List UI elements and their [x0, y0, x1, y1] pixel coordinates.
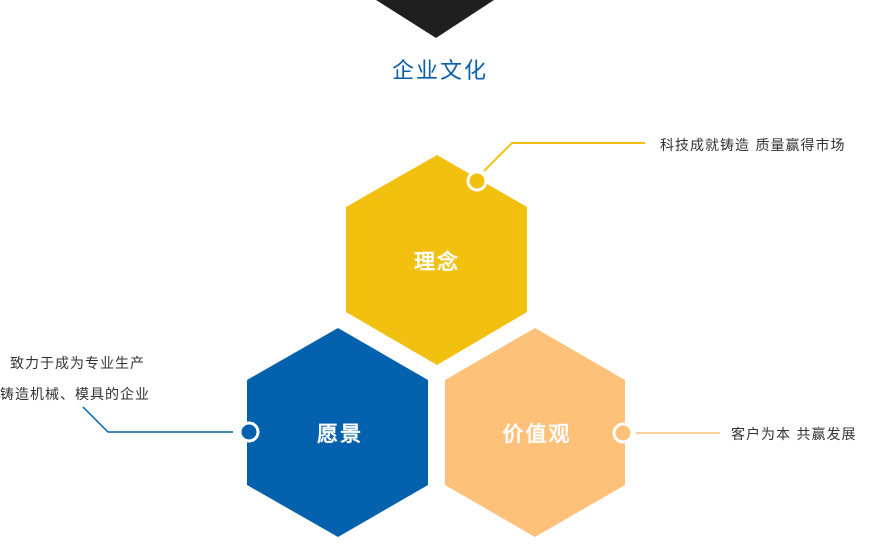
connector-philosophy	[483, 142, 645, 172]
hexagon-label-vision: 愿景	[317, 422, 363, 446]
values-description: 客户为本 共赢发展	[731, 427, 857, 443]
vision-description-line1: 致力于成为专业生产	[10, 356, 145, 372]
dot-vision	[238, 421, 260, 443]
hexagon-values	[445, 328, 625, 537]
top-arrow	[376, 0, 494, 38]
page-title: 企业文化	[391, 59, 488, 84]
dot-values	[612, 422, 634, 444]
hexagon-label-values: 价值观	[502, 422, 572, 446]
hexagon-label-philosophy: 理念	[414, 250, 460, 274]
philosophy-description: 科技成就铸造 质量赢得市场	[660, 138, 846, 154]
hexagon-vision	[247, 328, 428, 537]
connector-vision	[82, 406, 233, 433]
hexagon-philosophy	[346, 155, 527, 365]
dot-philosophy	[466, 170, 488, 192]
vision-description-line2: 铸造机械、模具的企业	[0, 387, 150, 403]
